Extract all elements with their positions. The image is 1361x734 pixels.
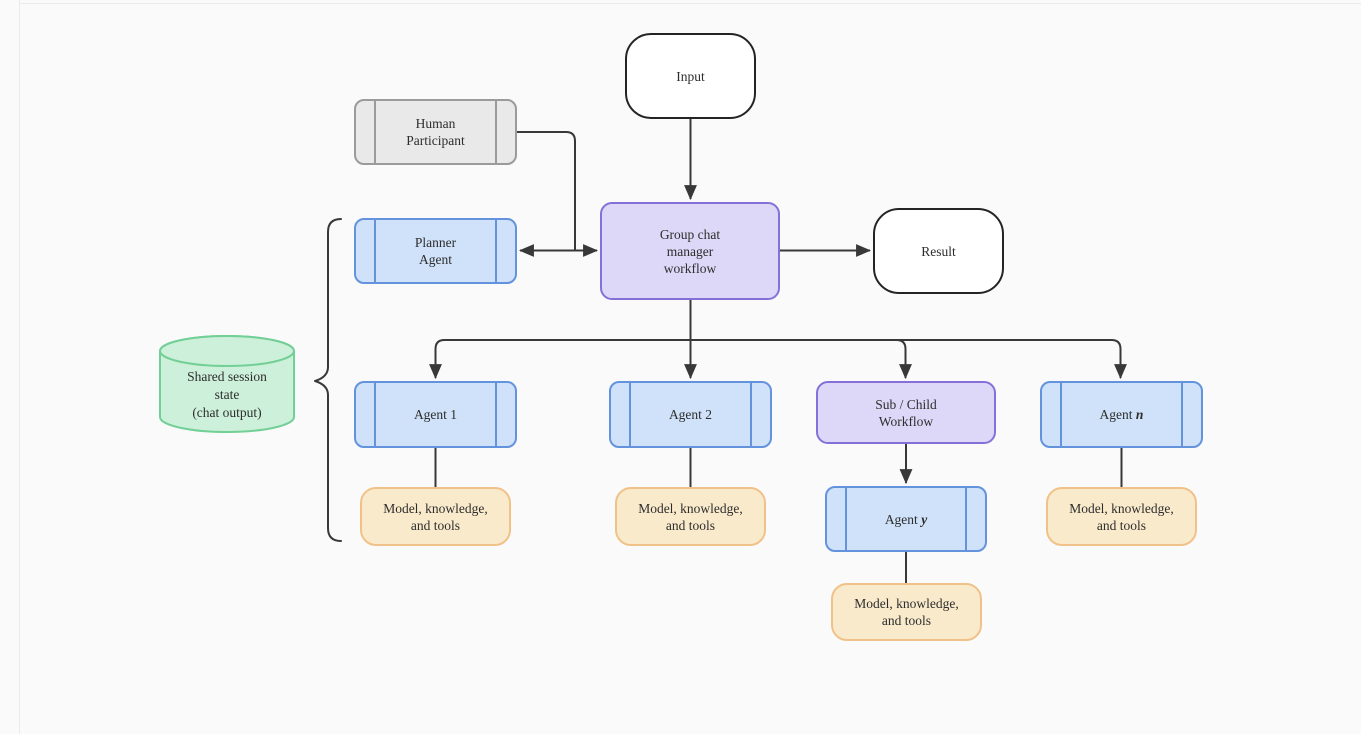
node-agent-y: Agent y <box>825 486 987 552</box>
input-label: Input <box>676 68 705 84</box>
node-result: Result <box>873 208 1004 294</box>
human-participant-label: Human Participant <box>406 116 465 148</box>
model-knowledge-tools-label: Model, knowledge, and tools <box>638 500 743 533</box>
node-model-knowledge-tools-agent-n: Model, knowledge, and tools <box>1046 487 1197 546</box>
result-label: Result <box>921 243 956 259</box>
shared-session-state-label: Shared session state (chat output) <box>187 369 267 420</box>
model-knowledge-tools-label: Model, knowledge, and tools <box>1069 500 1174 533</box>
node-sub-child-workflow: Sub / Child Workflow <box>816 381 996 444</box>
agent-n-label: Agent n <box>1099 407 1144 422</box>
panel-divider-vertical <box>19 0 20 734</box>
model-knowledge-tools-label: Model, knowledge, and tools <box>383 500 488 533</box>
sub-child-workflow-label: Sub / Child Workflow <box>875 396 937 429</box>
node-input: Input <box>625 33 756 119</box>
node-planner-agent: Planner Agent <box>354 218 517 284</box>
node-group-chat-manager-workflow: Group chat manager workflow <box>600 202 780 300</box>
agent-2-label: Agent 2 <box>668 407 713 422</box>
shared-state-brace <box>314 218 342 542</box>
group-chat-manager-label: Group chat manager workflow <box>659 226 721 276</box>
connector-rail <box>434 339 1122 352</box>
node-agent-1: Agent 1 <box>354 381 517 448</box>
shared-session-state-cylinder <box>159 335 295 433</box>
connector-rail-to-sub-child-workflow <box>896 339 912 380</box>
panel-divider-horizontal <box>19 3 1361 4</box>
connector-human-participant-join <box>517 131 576 250</box>
node-model-knowledge-tools-agent-1: Model, knowledge, and tools <box>360 487 511 546</box>
agent-y-label: Agent y <box>884 511 928 527</box>
agent-1-label: Agent 1 <box>413 407 458 422</box>
node-model-knowledge-tools-agent-2: Model, knowledge, and tools <box>615 487 766 546</box>
node-agent-n: Agent n <box>1040 381 1203 448</box>
node-model-knowledge-tools-agent-y: Model, knowledge, and tools <box>831 583 982 641</box>
node-human-participant: Human Participant <box>354 99 517 165</box>
node-agent-2: Agent 2 <box>609 381 772 448</box>
model-knowledge-tools-label: Model, knowledge, and tools <box>854 596 959 628</box>
planner-agent-label: Planner Agent <box>414 235 457 267</box>
